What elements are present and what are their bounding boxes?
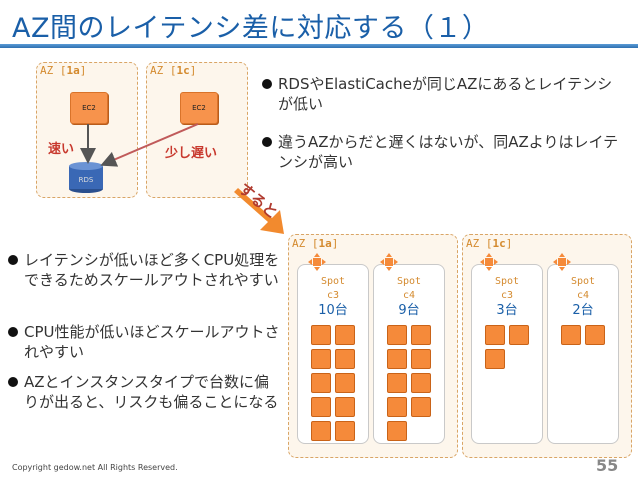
bullet-dot (8, 377, 18, 387)
instance-icon (311, 349, 331, 369)
instance-grid (298, 325, 368, 441)
instance-icon (335, 349, 355, 369)
fast-label: 速い (48, 142, 75, 157)
autoscaling-icon (553, 253, 571, 271)
instance-count-label: 3台 (496, 303, 518, 318)
instance-icon (311, 397, 331, 417)
left-bullet-list: レイテンシが低いほど多くCPU処理をできるためスケールアウトされやすい CPU性… (8, 250, 283, 440)
instance-icon (387, 349, 407, 369)
suruto-arrow-icon (234, 188, 284, 234)
az-box-1c-top (146, 62, 248, 198)
instance-icon (335, 373, 355, 393)
instance-type-label: c4 (402, 290, 416, 301)
instance-count-label: 2台 (572, 303, 594, 318)
spot-label: Spot (570, 276, 596, 287)
instance-icon (485, 349, 505, 369)
instance-icon (311, 373, 331, 393)
instance-type-label: c3 (500, 290, 514, 301)
instance-icon (411, 373, 431, 393)
instance-icon (387, 325, 407, 345)
bullet-dot (262, 137, 272, 147)
spot-group-1a-c3: Spot c3 10台 (297, 264, 369, 444)
az-label-1c-top: AZ [1c] (150, 64, 197, 77)
copyright-footer: Copyright gedow.net All Rights Reserved. (12, 463, 178, 472)
rds-label: RDS (79, 176, 94, 184)
autoscaling-icon (380, 253, 398, 271)
instance-icon (335, 421, 355, 441)
spot-group-1c-c3: Spot c3 3台 (471, 264, 543, 444)
slow-label: 少し遅い (165, 146, 218, 161)
instance-icon (335, 325, 355, 345)
spot-group-1c-c4: Spot c4 2台 (547, 264, 619, 444)
instance-icon (485, 325, 505, 345)
page-number: 55 (596, 456, 619, 475)
instance-icon (335, 397, 355, 417)
rds-database-icon: RDS (69, 162, 103, 193)
spot-label: Spot (396, 276, 422, 287)
az-label-1a-top: AZ [1a] (40, 64, 87, 77)
instance-type-label: c4 (576, 290, 590, 301)
instance-type-label: c3 (326, 290, 340, 301)
right-bullet-list: RDSやElastiCacheが同じAZにあるとレイテンシが低い 違うAZからだ… (262, 74, 632, 194)
autoscaling-icon (480, 253, 498, 271)
instance-icon (561, 325, 581, 345)
instance-count-label: 10台 (318, 303, 348, 318)
instance-icon (387, 373, 407, 393)
slow-arrow (100, 123, 199, 167)
instance-icon (411, 325, 431, 345)
instance-grid (472, 325, 542, 369)
az-label-1c-bottom: AZ [1c] (466, 237, 513, 250)
ec2-icon-right: EC2 (180, 92, 218, 124)
bullet-dot (8, 327, 18, 337)
az-label-1a-bottom: AZ [1a] (292, 237, 339, 250)
instance-icon (387, 397, 407, 417)
slide-title: AZ間のレイテンシ差に対応する（１） (12, 13, 490, 44)
spot-label: Spot (320, 276, 346, 287)
instance-icon (387, 421, 407, 441)
instance-icon (509, 325, 529, 345)
instance-icon (585, 325, 605, 345)
ec2-icon-left: EC2 (70, 92, 108, 124)
title-divider (0, 44, 638, 48)
bullet-dot (8, 255, 18, 265)
instance-icon (311, 421, 331, 441)
instance-icon (411, 349, 431, 369)
spot-label: Spot (494, 276, 520, 287)
instance-icon (411, 397, 431, 417)
instance-icon (311, 325, 331, 345)
latency-arrows (80, 123, 199, 167)
instance-grid (374, 325, 444, 441)
autoscaling-icon (308, 253, 326, 271)
instance-grid (548, 325, 618, 345)
bullet-dot (262, 79, 272, 89)
spot-group-1a-c4: Spot c4 9台 (373, 264, 445, 444)
instance-count-label: 9台 (398, 303, 420, 318)
